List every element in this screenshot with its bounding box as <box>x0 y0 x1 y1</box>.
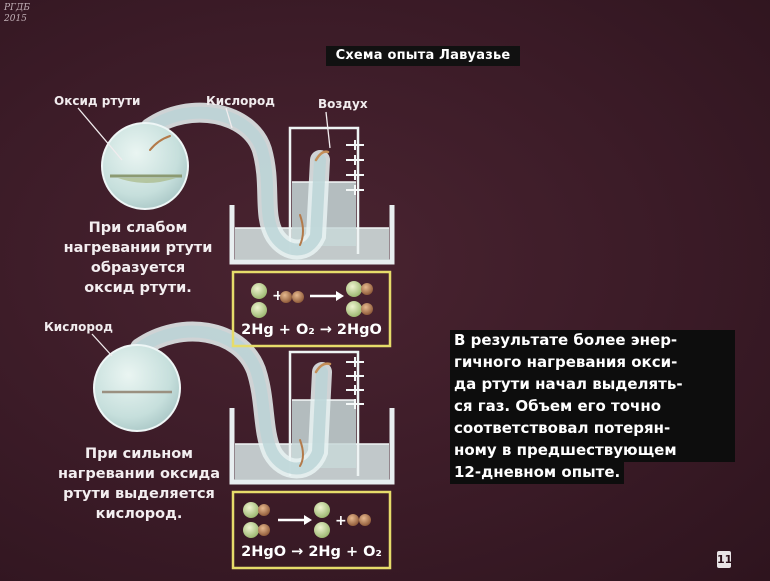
result-line: 12-дневном опыте. <box>450 462 625 484</box>
svg-text:+: + <box>272 288 284 304</box>
bottom-retort <box>93 321 332 479</box>
result-line: ся газ. Объем его точно <box>450 396 735 418</box>
caption-strong-heating: При сильном нагревании оксида ртути выде… <box>44 444 234 524</box>
page-number: 11 <box>717 551 733 568</box>
result-line: гичного нагревания окси- <box>450 352 735 374</box>
label-mercury-oxide: Оксид ртути <box>54 94 141 108</box>
label-oxygen-bottom: Кислород <box>44 320 113 334</box>
svg-text:+: + <box>335 513 347 529</box>
label-oxygen-top: Кислород <box>206 94 275 108</box>
equation-top: 2Hg + O₂ → 2HgO <box>241 322 382 338</box>
caption-line: При слабом <box>88 220 188 236</box>
caption-line: При сильном <box>84 446 194 462</box>
watermark: РГДБ 2015 <box>4 3 30 25</box>
result-line: да ртути начал выделять- <box>450 374 735 396</box>
caption-line: нагревании оксида <box>58 466 220 482</box>
caption-line: нагревании ртути <box>63 240 213 256</box>
caption-weak-heating: При слабом нагревании ртути образуется о… <box>48 218 228 298</box>
top-reaction-box: + <box>231 270 392 348</box>
watermark-org: РГДБ <box>4 3 30 13</box>
top-retort <box>101 102 330 260</box>
result-line: соответствовал потерян- <box>450 418 735 440</box>
slide-title: Схема опыта Лавуазье <box>326 46 520 66</box>
caption-line: оксид ртути. <box>84 280 192 296</box>
top-leader-lines <box>77 107 331 161</box>
bottom-leader-lines <box>91 333 113 357</box>
bottom-apparatus <box>91 321 395 485</box>
label-air: Воздух <box>318 97 368 111</box>
watermark-year: 2015 <box>4 14 27 24</box>
bottom-reaction-box: + <box>231 490 392 570</box>
top-apparatus <box>77 102 395 265</box>
result-line: ному в предшествующем <box>450 440 735 462</box>
caption-line: образуется <box>90 260 186 276</box>
caption-line: кислород. <box>95 506 183 522</box>
caption-line: ртути выделяется <box>63 486 215 502</box>
result-paragraph: В результате более энер- гичного нагрева… <box>450 330 735 484</box>
equation-bottom: 2HgO → 2Hg + O₂ <box>241 544 382 560</box>
result-line: В результате более энер- <box>450 330 735 352</box>
